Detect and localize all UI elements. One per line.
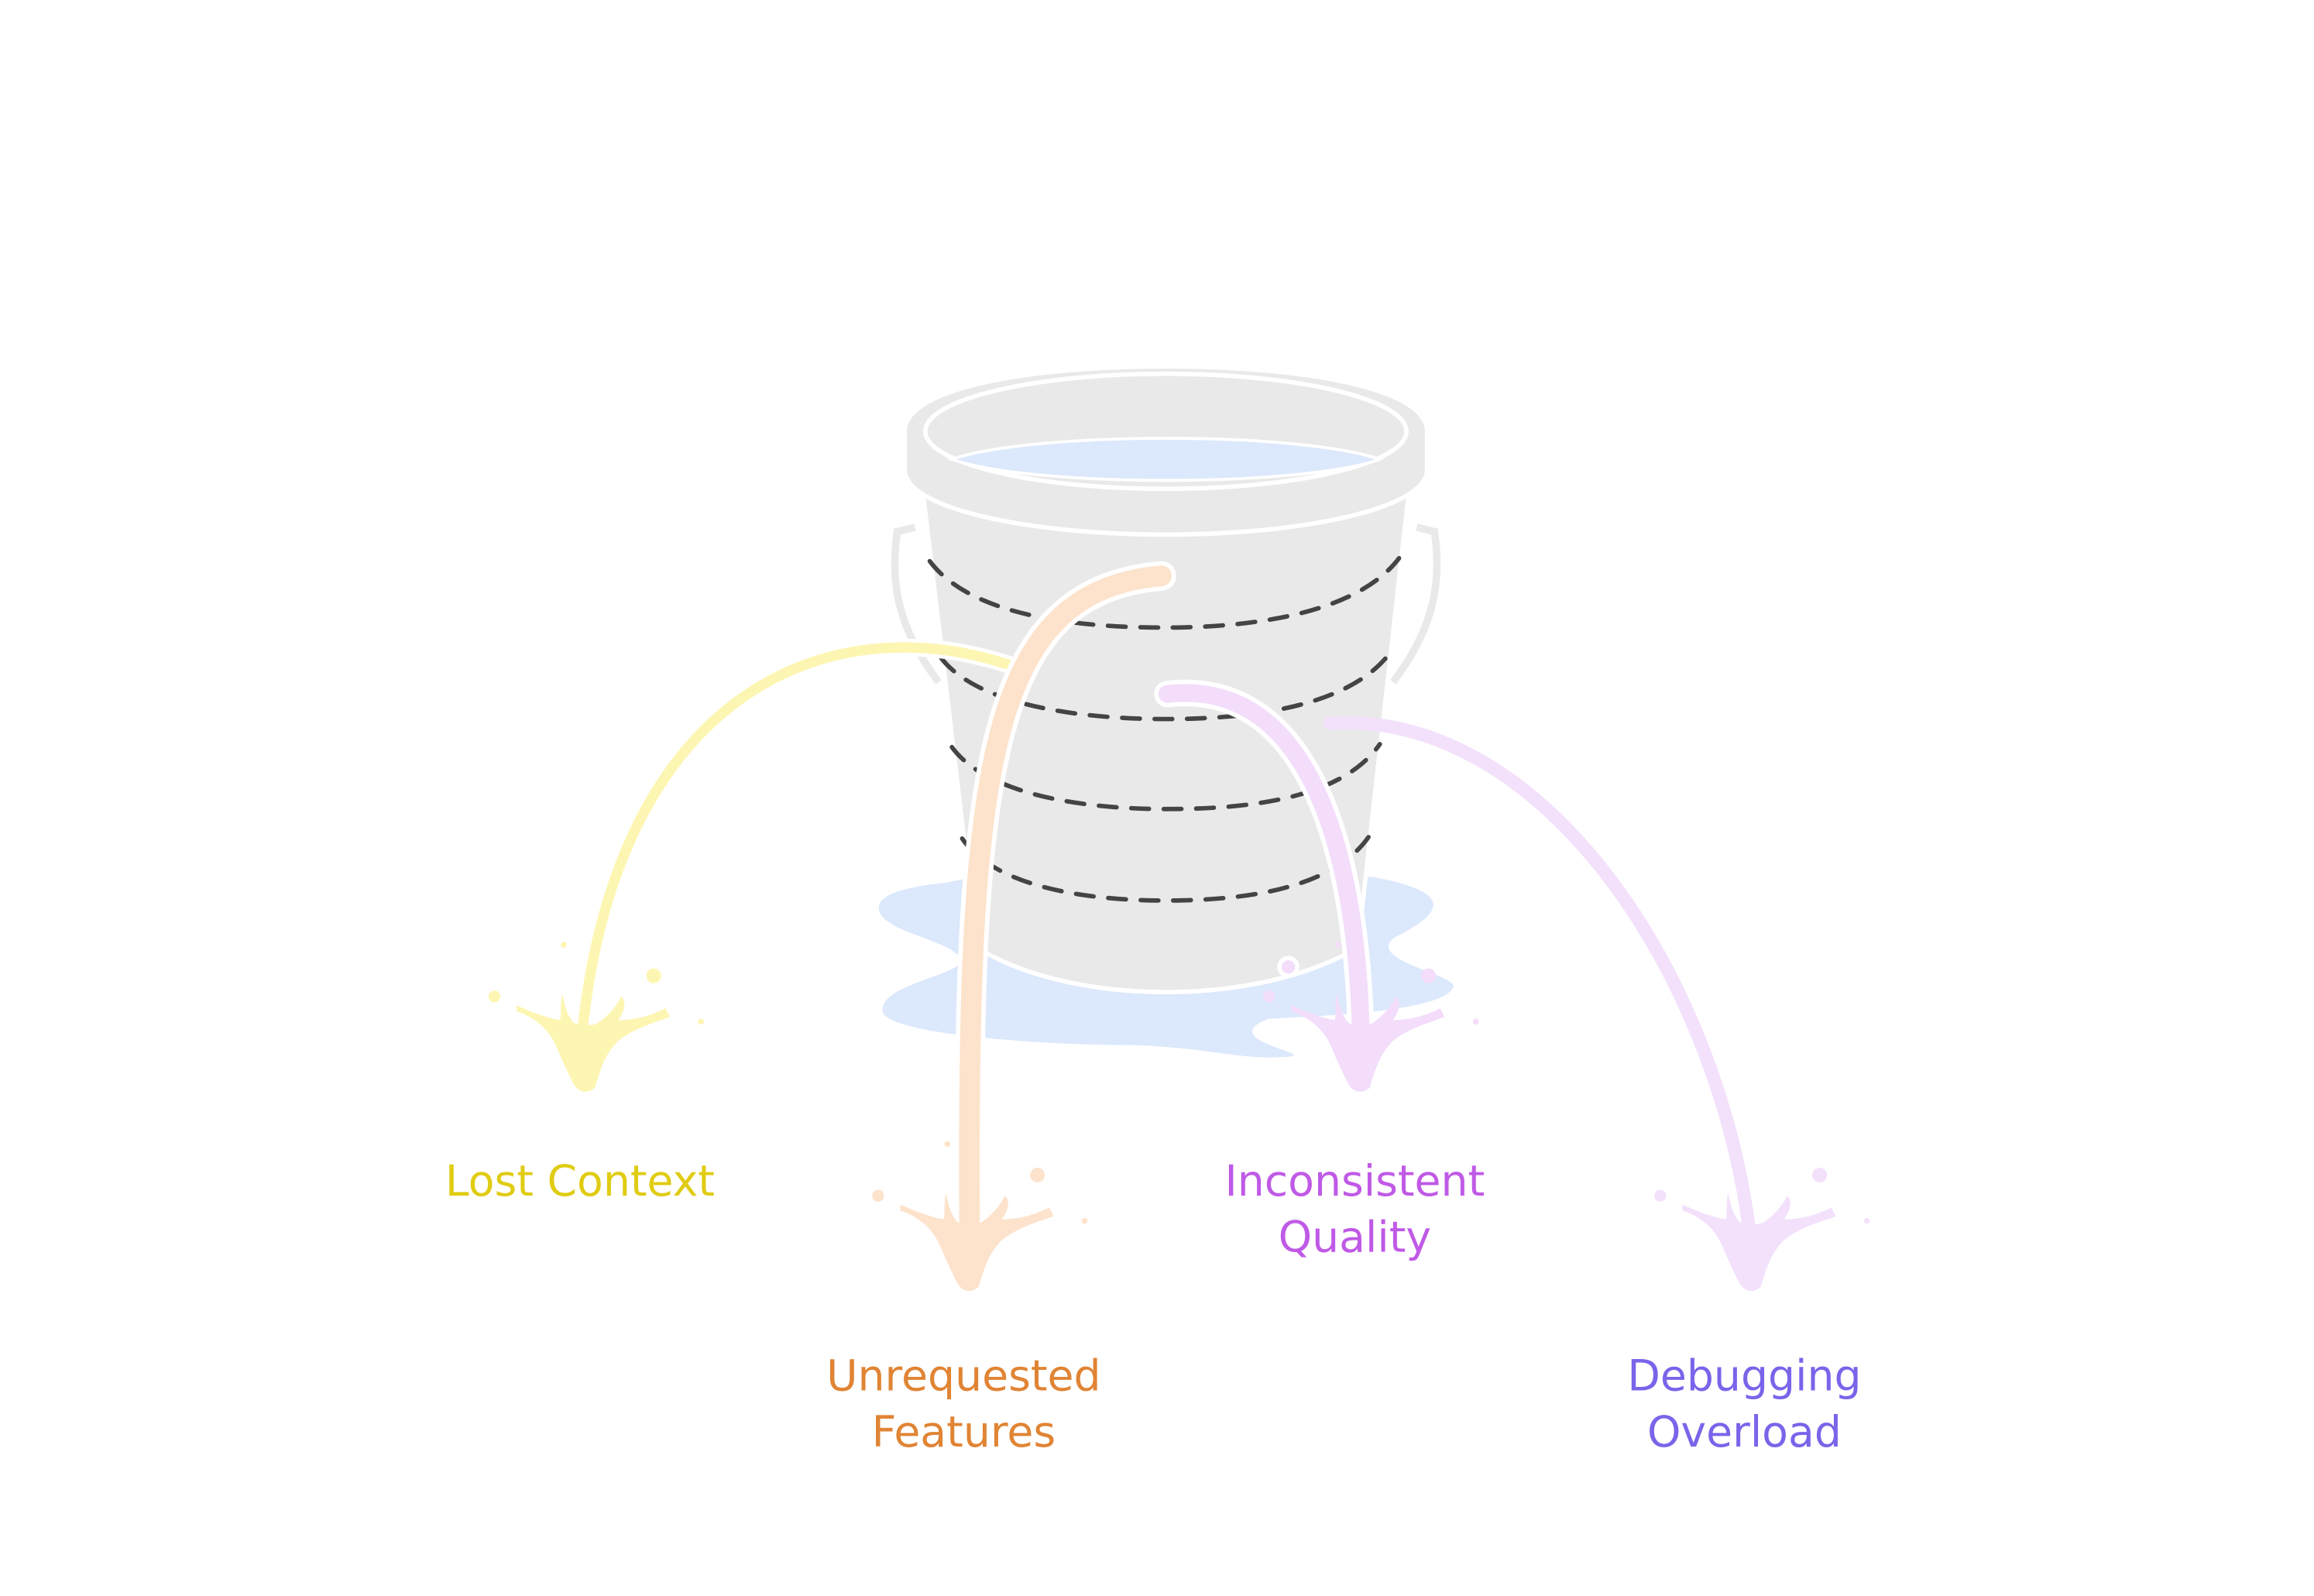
splash-unrequested-features (872, 1141, 1088, 1292)
splash-droplet (1030, 1167, 1045, 1182)
splash-droplet (1263, 990, 1275, 1003)
label-debugging-line2: Overload (1647, 1408, 1842, 1457)
bucket-handle-left (891, 523, 942, 685)
splash-droplet (561, 942, 567, 948)
splash-droplet (872, 1189, 884, 1202)
splash-inconsistent-quality (1263, 942, 1479, 1092)
bucket-water (947, 437, 1385, 482)
splash-droplet (698, 1018, 704, 1025)
label-unrequested-line2: Features (872, 1408, 1056, 1457)
droplet (1277, 956, 1299, 978)
splash-droplet (944, 1141, 951, 1148)
splash-droplet (1335, 942, 1342, 948)
stream-unrequested-features (954, 561, 1176, 1241)
label-inconsistent-line1: Inconsistent (1224, 1157, 1485, 1206)
splash-crown (1291, 993, 1445, 1092)
label-inconsistent-line2: Quality (1279, 1213, 1431, 1262)
splash-crown (900, 1193, 1054, 1292)
splash-droplet (646, 968, 661, 983)
splash-crown (516, 993, 671, 1092)
splash-debugging-overload (1654, 1141, 1870, 1292)
splash-lost-context (488, 942, 704, 1092)
stream-debugging-overload (1323, 716, 1756, 1232)
splash-droplet (1654, 1189, 1667, 1202)
splash-droplet (1081, 1217, 1088, 1224)
splash-droplet (1812, 1167, 1828, 1182)
label-lost-context: Lost Context (445, 1157, 715, 1206)
splash-droplet (1863, 1217, 1870, 1224)
stream-inconsistent-quality (1154, 679, 1375, 1040)
splash-droplet (1421, 968, 1437, 983)
bucket-handle-right (1390, 523, 1441, 685)
splash-droplet (1726, 1141, 1733, 1148)
label-debugging-line1: Debugging (1627, 1352, 1861, 1402)
label-unrequested-line1: Unrequested (826, 1352, 1101, 1402)
splash-droplet (488, 990, 501, 1003)
splash-crown (1682, 1193, 1836, 1292)
splash-droplet (1472, 1018, 1479, 1025)
stream-lost-context (574, 638, 1017, 1035)
